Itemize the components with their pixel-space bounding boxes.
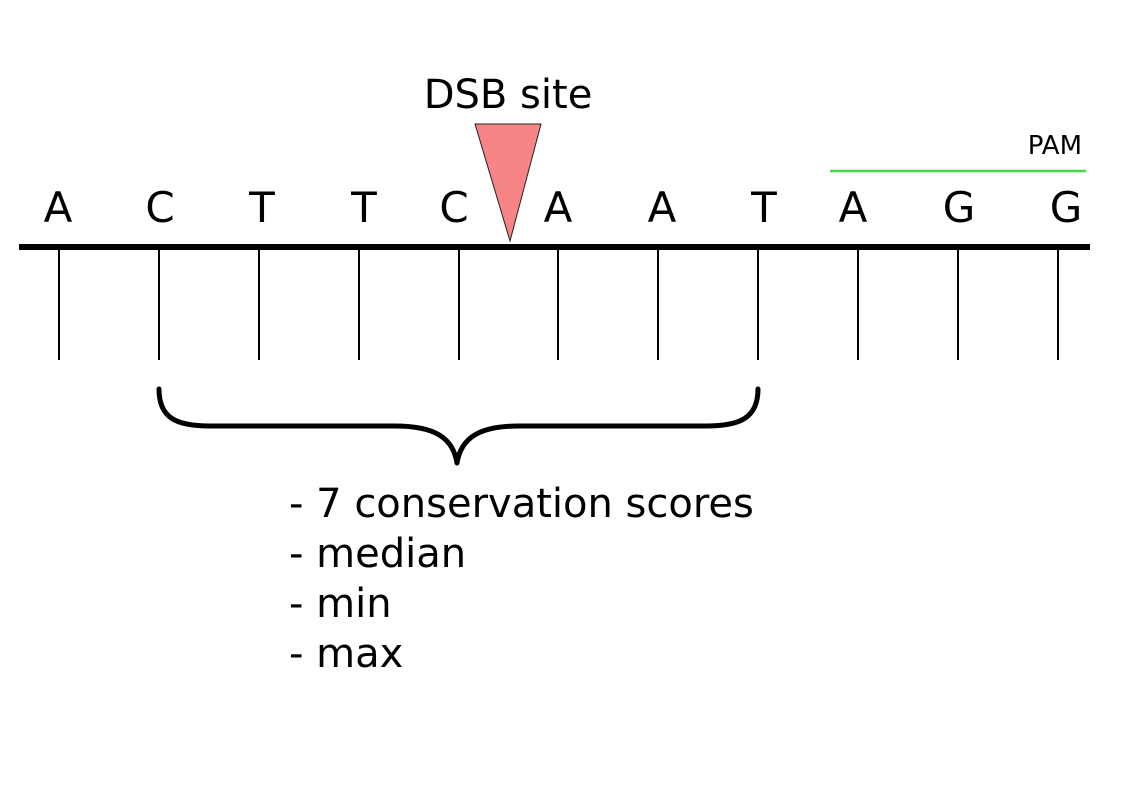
base-letter: A xyxy=(839,183,868,232)
base-letters: A C T T C A A T A G G xyxy=(44,183,1083,232)
base-letter: T xyxy=(248,183,275,232)
base-letter: T xyxy=(750,183,777,232)
dsb-site-marker xyxy=(474,123,542,243)
feature-list-item: - max xyxy=(289,631,403,677)
window-brace xyxy=(156,386,761,466)
base-letter: C xyxy=(145,183,174,232)
dsb-site-label: DSB site xyxy=(424,72,593,118)
pam-label: PAM xyxy=(1028,131,1082,161)
feature-list-item: - 7 conservation scores xyxy=(289,481,754,527)
base-letter: A xyxy=(44,183,73,232)
base-letter: T xyxy=(350,183,377,232)
feature-list-item: - median xyxy=(289,531,466,577)
base-letter: A xyxy=(648,183,677,232)
feature-list: - 7 conservation scores - median - min -… xyxy=(289,481,754,677)
position-ticks xyxy=(58,249,1059,360)
feature-list-item: - min xyxy=(289,581,392,627)
base-letter: C xyxy=(439,183,468,232)
base-letter: G xyxy=(1050,183,1083,232)
base-letter: G xyxy=(943,183,976,232)
base-letter: A xyxy=(544,183,573,232)
